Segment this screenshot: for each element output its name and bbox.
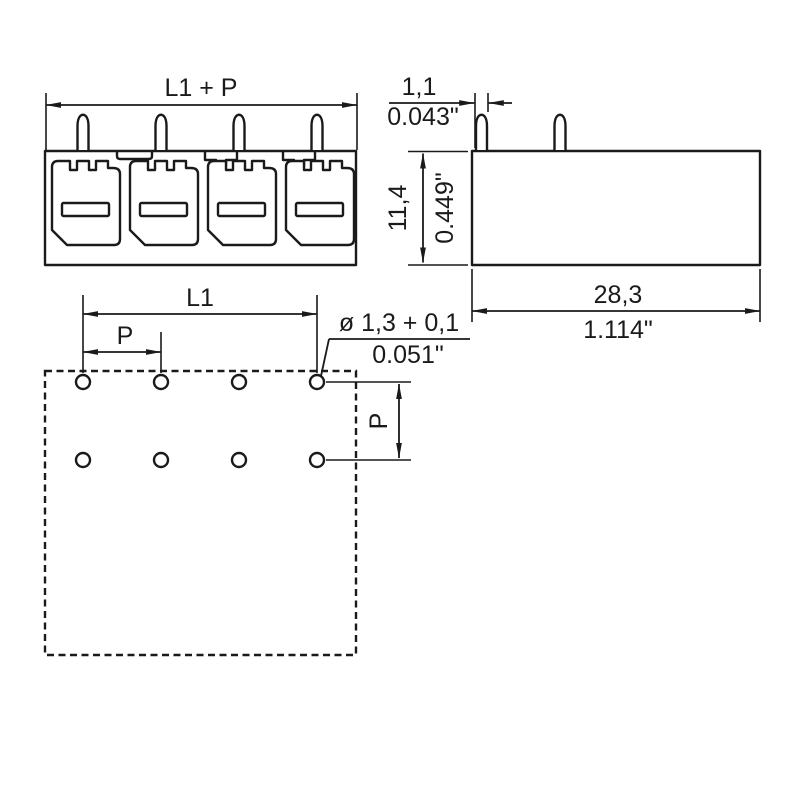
dim-housing-height-mm: 11,4 <box>384 185 412 232</box>
socket-cavity-2 <box>128 159 200 247</box>
side-pin-rear <box>553 113 567 152</box>
drill-hole <box>230 451 248 469</box>
hole-diameter-mm: ø 1,3 + 0,1 <box>339 309 459 337</box>
solder-pin-2 <box>154 113 168 152</box>
dim-housing-height-inch: 0.449" <box>431 172 459 243</box>
dim-housing-depth-mm: 28,3 <box>594 281 643 309</box>
housing-top-recess <box>115 151 154 161</box>
drill-hole <box>74 373 92 391</box>
dim-row-span-label: L1 <box>186 284 214 312</box>
hole-diameter-callout: ø 1,3 + 0,1 0.051" <box>320 309 470 377</box>
dim-row-spacing: P <box>326 381 411 461</box>
dim-row-spacing-label: P <box>365 413 393 430</box>
drill-hole <box>74 451 92 469</box>
dim-pitch-label: P <box>117 322 134 350</box>
solder-pin-4 <box>310 113 324 152</box>
drill-hole <box>152 373 170 391</box>
socket-cavity-3 <box>206 159 278 247</box>
drilling-plan: L1 P ø 1,3 + 0,1 0.051" P <box>43 284 470 657</box>
front-view: L1 + P <box>43 74 358 267</box>
dim-housing-depth-inch: 1.114" <box>583 316 653 344</box>
side-pin-front <box>474 113 489 152</box>
solder-pin-1 <box>76 113 90 152</box>
dim-housing-height: 11,4 0.449" <box>384 150 468 266</box>
dim-pitch: P <box>82 322 162 373</box>
side-view: 1,1 0.043" 11,4 0.449" 28,3 1.114" <box>384 73 762 344</box>
dim-overall-width: L1 + P <box>45 74 358 150</box>
drill-hole <box>308 451 326 469</box>
pcb-outline-dashed <box>43 369 358 657</box>
hole-diameter-inch: 0.051" <box>372 341 443 369</box>
solder-pin-3 <box>232 113 246 152</box>
dim-pin-width-mm: 1,1 <box>402 73 437 101</box>
dim-housing-depth: 28,3 1.114" <box>471 269 761 344</box>
drill-hole <box>308 373 326 391</box>
dim-row-span: L1 <box>82 284 318 373</box>
drill-hole <box>230 373 248 391</box>
socket-cavity-4 <box>284 159 356 247</box>
dim-pin-width: 1,1 0.043" <box>387 73 512 148</box>
drill-hole <box>152 451 170 469</box>
side-housing-outline <box>470 149 762 267</box>
dim-pin-width-inch: 0.043" <box>387 103 458 131</box>
socket-cavity-1 <box>50 159 122 247</box>
drill-holes <box>74 373 326 469</box>
dim-overall-width-label: L1 + P <box>165 74 238 102</box>
